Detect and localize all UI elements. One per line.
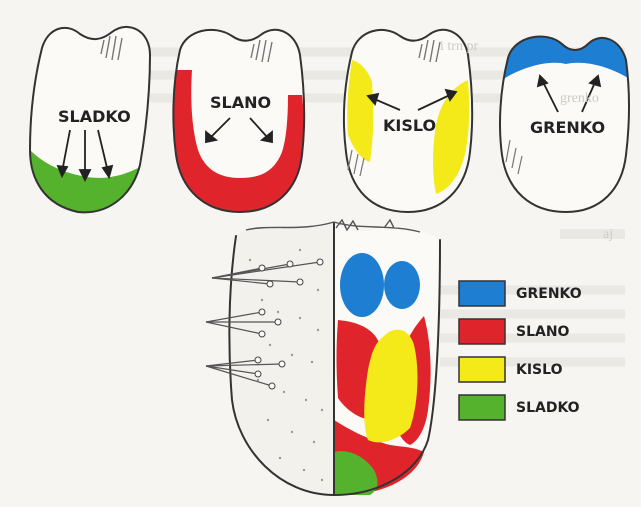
legend-label-slano: SLANO <box>516 324 570 340</box>
tongue-label-sladko: SLADKO <box>58 107 131 126</box>
bleed-text-3: grenko <box>560 91 599 106</box>
legend-swatch-slano <box>459 319 505 344</box>
legend-swatch-grenko <box>459 281 505 306</box>
bleed-text-2: aj <box>603 227 613 242</box>
tongue-label-kislo: KISLO <box>383 116 436 135</box>
tongue-sladko: SLADKO <box>30 27 150 212</box>
legend-label-sladko: SLADKO <box>516 400 580 416</box>
tongue-label-grenko: GRENKO <box>530 118 605 137</box>
tongue-slano: SLANO <box>173 30 304 212</box>
bleed-text-1: i trn pr <box>440 39 478 54</box>
large-grenko-zone-right <box>384 261 420 309</box>
large-grenko-zone-left <box>340 253 384 317</box>
tongue-kislo: KISLO <box>344 30 472 212</box>
legend: GRENKO SLANO KISLO SLADKO <box>459 281 582 420</box>
tongue-grenko: GRENKO <box>500 36 629 212</box>
legend-label-grenko: GRENKO <box>516 286 582 302</box>
legend-swatch-sladko <box>459 395 505 420</box>
large-tongue <box>206 220 440 495</box>
legend-label-kislo: KISLO <box>516 362 563 378</box>
tongue-label-slano: SLANO <box>210 93 271 112</box>
legend-swatch-kislo <box>459 357 505 382</box>
